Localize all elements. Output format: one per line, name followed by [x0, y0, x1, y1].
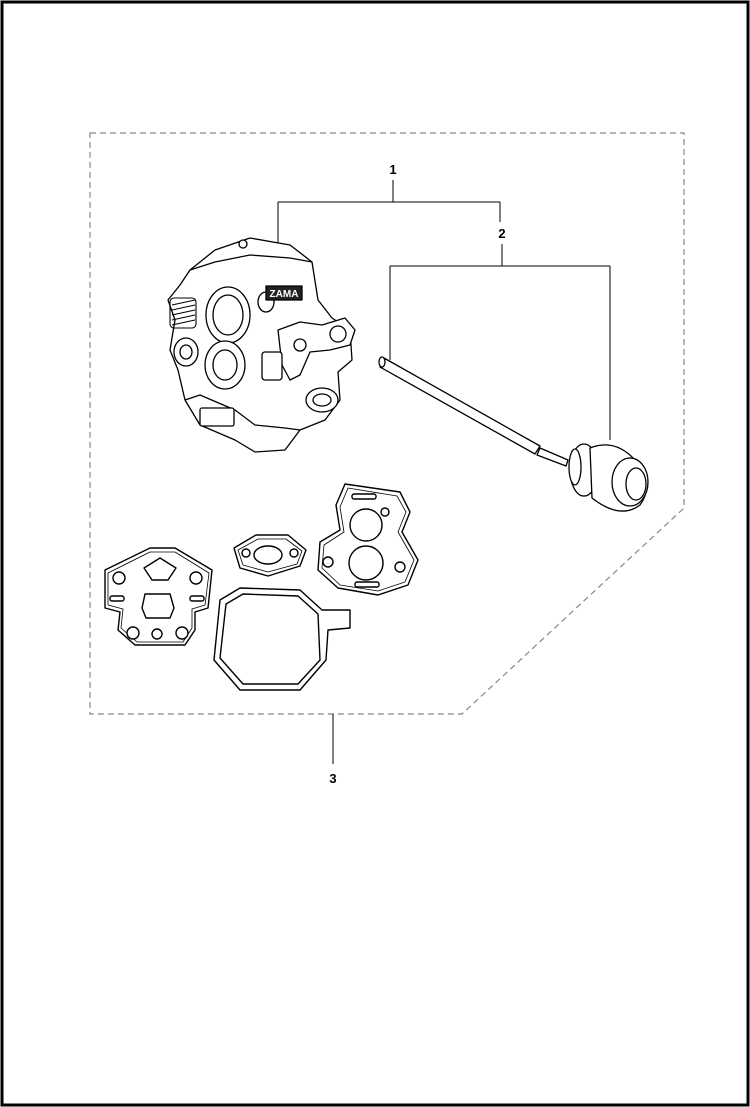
kit-boundary-dashed — [89, 132, 685, 715]
carburetor-brand-stamp: ZAMA — [270, 289, 299, 300]
gasket-frame-icon — [213, 587, 351, 691]
gasket-left-icon — [104, 547, 213, 646]
callout-2-leader — [389, 244, 611, 440]
carburetor-icon — [167, 237, 356, 453]
callout-1-leader — [277, 180, 501, 262]
callout-1-label: 1 — [389, 162, 396, 177]
gasket-right-icon — [317, 483, 419, 596]
gasket-set-icon — [104, 483, 419, 691]
callout-3-label: 3 — [329, 771, 336, 786]
callout-2-label: 2 — [498, 226, 505, 241]
gasket-small-icon — [233, 534, 307, 577]
primer-bulb-icon — [378, 356, 649, 512]
